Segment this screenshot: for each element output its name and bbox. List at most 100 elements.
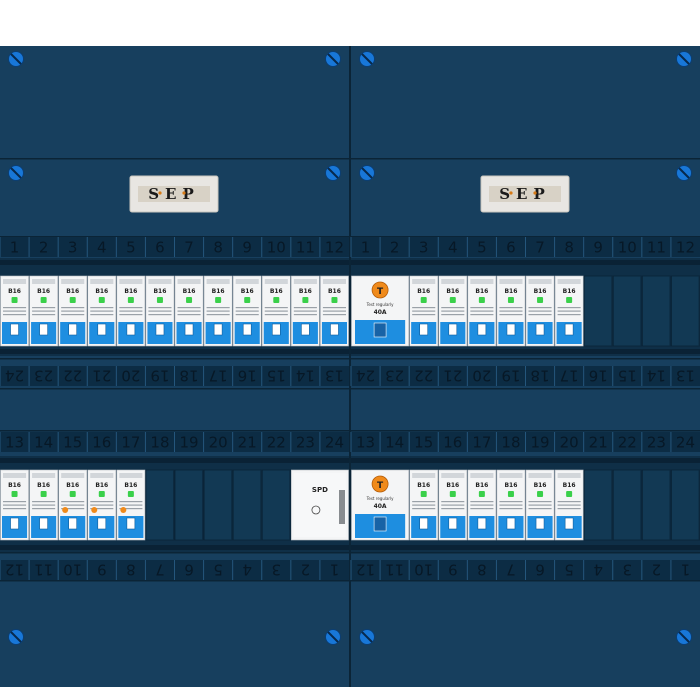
slot-number: 12 (5, 561, 24, 579)
test-button-icon (371, 475, 389, 493)
sep-logo: SEP (480, 175, 570, 213)
panel-seam (0, 158, 700, 160)
slot-number: 18 (501, 434, 520, 452)
mcb-module: B16 (409, 469, 439, 541)
slot-number: 19 (150, 367, 169, 385)
breaker-toggle (97, 323, 107, 336)
slot-number: 13 (325, 367, 344, 385)
green-led-icon (40, 297, 47, 303)
mcb-module: B16 (145, 275, 175, 347)
green-led-icon (420, 297, 427, 303)
panel-seam (0, 458, 700, 460)
breaker-toggle (477, 323, 487, 336)
green-led-icon (156, 297, 163, 303)
slot-number: 10 (63, 561, 82, 579)
breaker-rating: B16 (66, 482, 79, 489)
slot-number: 14 (34, 434, 53, 452)
breaker-rating: B16 (37, 288, 50, 295)
breaker-toggle (68, 323, 78, 336)
slot-number: 24 (676, 434, 695, 452)
slot-number: 6 (184, 561, 194, 579)
din-rail (351, 545, 700, 550)
slot-number: 15 (414, 434, 433, 452)
din-rail (0, 349, 349, 354)
slot-number: 16 (443, 434, 462, 452)
blank-module (612, 275, 642, 347)
slot-number: 4 (593, 561, 603, 579)
breaker-toggle (155, 323, 165, 336)
slot-number: 14 (296, 367, 315, 385)
rcbo-module: B16 (58, 469, 88, 541)
blank-module (641, 275, 671, 347)
slot-number: 2 (390, 239, 400, 257)
breaker-toggle (564, 323, 574, 336)
breaker-toggle (564, 517, 574, 530)
slot-number: 19 (501, 367, 520, 385)
slot-number: 3 (623, 561, 633, 579)
din-rail-area (0, 456, 349, 552)
screw-icon (676, 51, 692, 67)
slot-number: 1 (10, 239, 20, 257)
breaker-toggle (10, 323, 19, 336)
mcb-module: B16 (174, 275, 204, 347)
breaker-toggle (271, 323, 281, 336)
mcb-module: B16 (438, 469, 468, 541)
green-led-icon (478, 297, 485, 303)
breaker-toggle (39, 323, 48, 336)
green-led-icon (11, 491, 18, 497)
breaker-toggle (68, 517, 78, 530)
slot-number: 16 (238, 367, 257, 385)
slot-number: 9 (448, 561, 458, 579)
slot-number: 12 (356, 561, 375, 579)
din-rail-area (351, 456, 700, 552)
slot-number: 16 (589, 367, 608, 385)
mcb4p-module: B16 (29, 469, 58, 541)
slot-number: 11 (647, 239, 666, 257)
slot-number: 4 (448, 239, 458, 257)
green-led-icon (537, 297, 544, 303)
screw-icon (325, 629, 341, 645)
green-led-icon (302, 297, 309, 303)
screw-icon (325, 51, 341, 67)
breaker-rating: B16 (241, 288, 254, 295)
din-rail (351, 458, 700, 463)
breaker-rating: B16 (124, 288, 137, 295)
slot-number: 15 (618, 367, 637, 385)
breaker-rating: B16 (504, 288, 517, 295)
mcb-module: B16 (232, 275, 262, 347)
slot-number: 24 (325, 434, 344, 452)
rcd-toggle (373, 322, 387, 338)
mcb-module: B16 (58, 275, 88, 347)
green-led-icon (98, 297, 105, 303)
green-led-icon (507, 491, 514, 497)
breaker-rating: B16 (446, 482, 459, 489)
blank-module (145, 469, 175, 541)
slot-number: 20 (560, 434, 579, 452)
green-led-icon (127, 297, 134, 303)
green-led-icon (566, 491, 573, 497)
slot-number: 14 (647, 367, 666, 385)
test-button-icon (371, 281, 389, 299)
mcb-module: B16 (203, 275, 233, 347)
slot-number: 1 (361, 239, 371, 257)
slot-number: 15 (267, 367, 286, 385)
panel-seam (0, 388, 700, 390)
blank-module (583, 469, 613, 541)
green-led-icon (69, 297, 76, 303)
breaker-toggle (535, 517, 545, 530)
green-led-icon (273, 297, 280, 303)
slot-number: 3 (272, 561, 282, 579)
slot-number: 2 (301, 561, 311, 579)
breaker-toggle (419, 323, 429, 336)
blank-module (203, 469, 233, 541)
green-led-icon (537, 491, 544, 497)
mcb-module: B16 (554, 469, 584, 541)
breaker-rating: B16 (417, 482, 430, 489)
rcd-rating: 40A (374, 503, 387, 510)
mcb-module: B16 (467, 275, 497, 347)
breaker-toggle (301, 323, 310, 336)
breaker-rating: B16 (37, 482, 50, 489)
breaker-toggle (330, 323, 339, 336)
slot-number: 11 (296, 239, 315, 257)
blank-module (671, 275, 700, 347)
